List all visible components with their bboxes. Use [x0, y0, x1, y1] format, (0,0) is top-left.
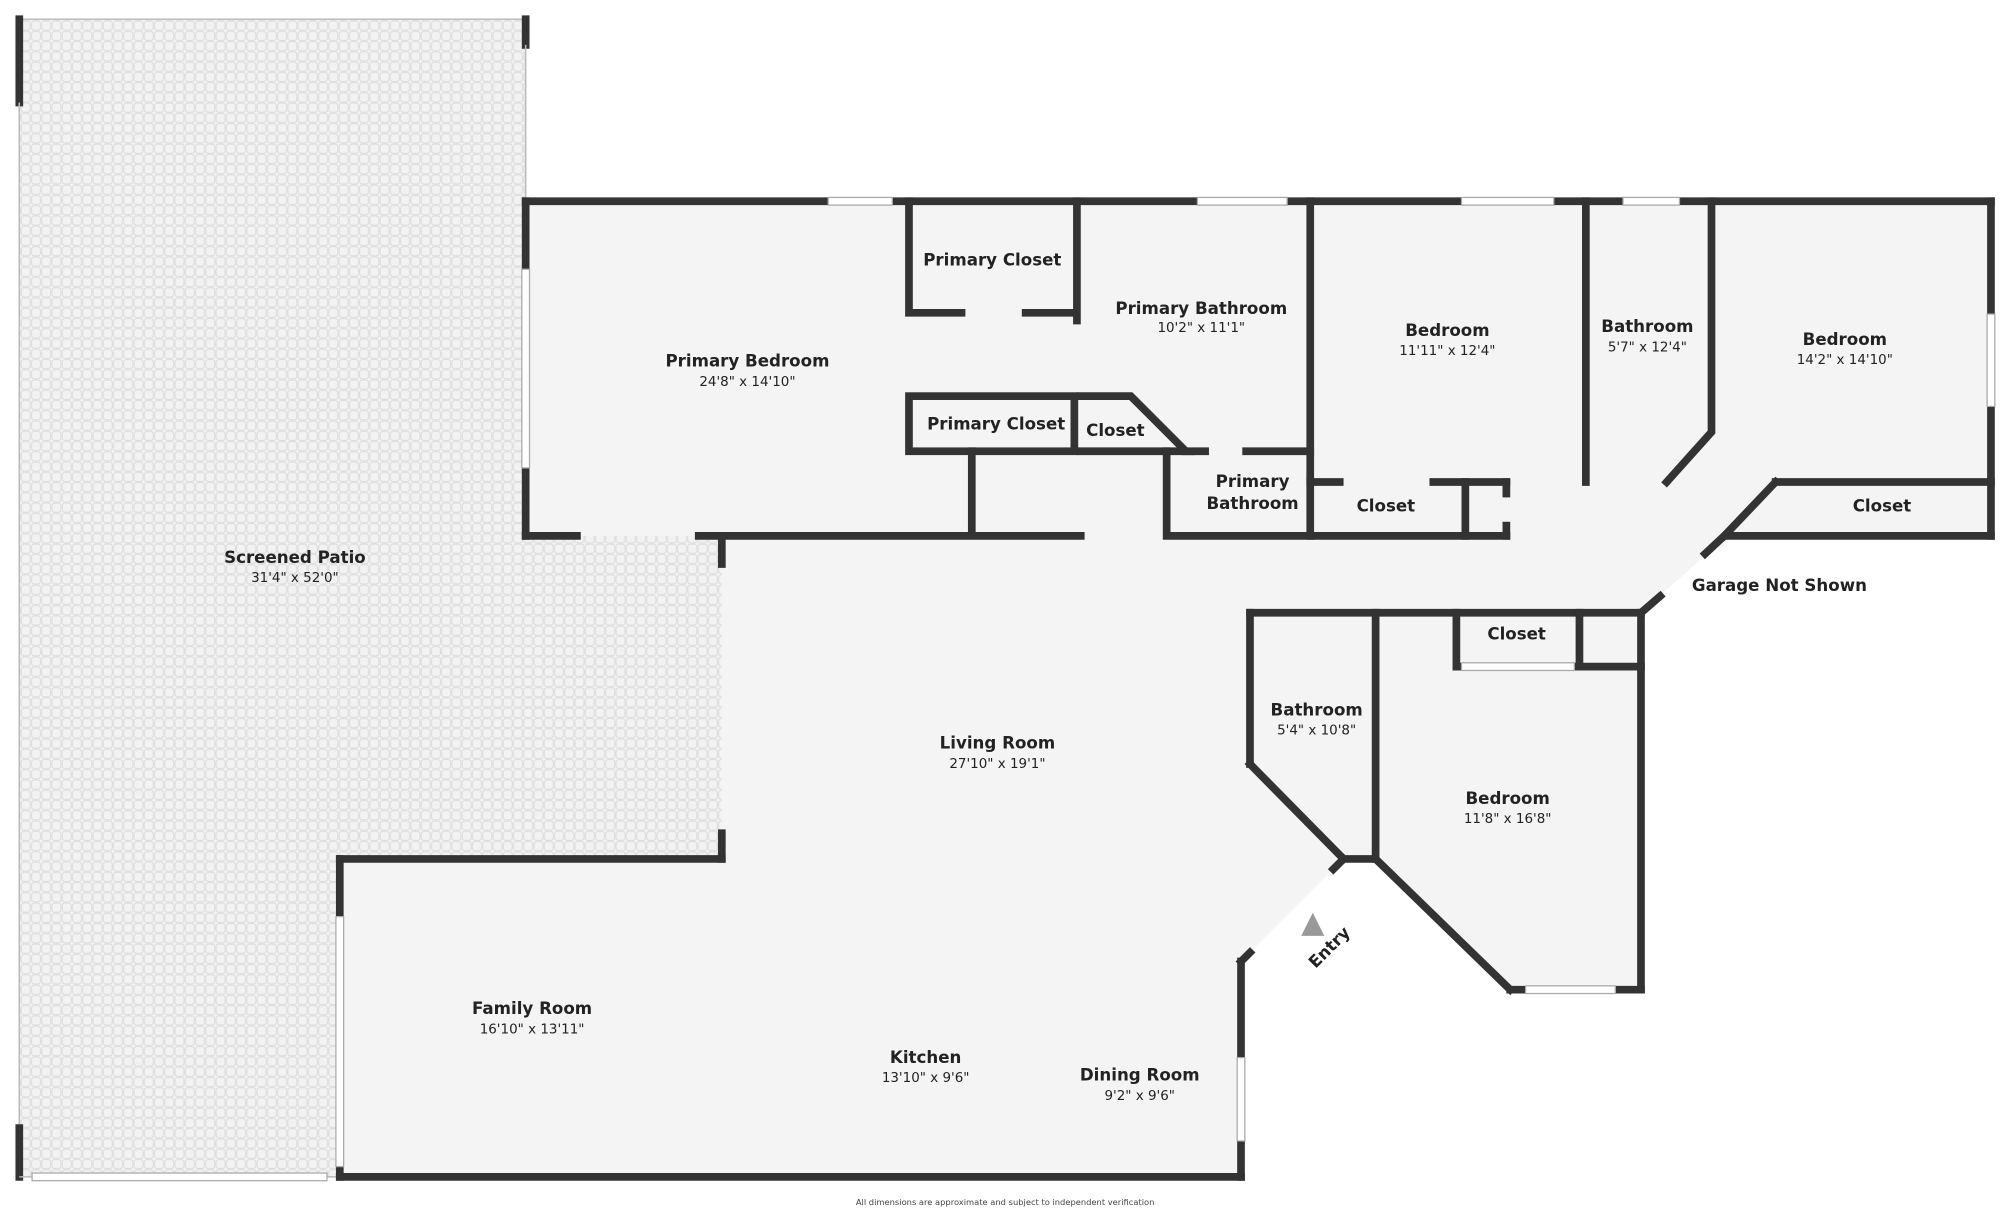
patio-floor	[19, 19, 722, 1177]
room-dims: 13'10" x 9'6"	[882, 1071, 970, 1086]
room-dims: 5'7" x 12'4"	[1608, 340, 1687, 355]
room-name: Closet	[1357, 497, 1416, 516]
room-name: Closet	[1487, 625, 1546, 644]
room-name: Closet	[1086, 421, 1145, 440]
room-name: Dining Room	[1080, 1066, 1200, 1085]
room-dims: 16'10" x 13'11"	[480, 1022, 585, 1037]
room-name: Bathroom	[1271, 700, 1363, 719]
garage-label: Garage Not Shown	[1692, 576, 1867, 595]
room-name: Bedroom	[1465, 789, 1549, 808]
room-name: Closet	[1853, 497, 1912, 516]
room-labels: Screened Patio 31'4" x 52'0" Primary Bed…	[224, 250, 1911, 1104]
room-name: Primary Closet	[923, 250, 1061, 269]
entry-arrow-icon	[1301, 912, 1325, 936]
room-dims: 27'10" x 19'1"	[949, 757, 1045, 772]
room-dims: 11'8" x 16'8"	[1464, 812, 1552, 827]
room-name: Primary Bathroom	[1115, 299, 1287, 318]
room-name: Bedroom	[1405, 321, 1489, 340]
room-name: Primary	[1216, 472, 1290, 491]
room-dims: 11'11" x 12'4"	[1399, 344, 1495, 359]
room-dims: 24'8" x 14'10"	[699, 375, 795, 390]
room-name: Bathroom	[1601, 317, 1693, 336]
windows	[31, 196, 1996, 1182]
room-dims: 10'2" x 11'1"	[1157, 321, 1245, 336]
room-name: Bedroom	[1803, 330, 1887, 349]
room-dims: 5'4" x 10'8"	[1277, 724, 1356, 739]
room-name: Primary Bedroom	[665, 352, 829, 371]
room-name: Primary Closet	[927, 414, 1065, 433]
room-name: Kitchen	[890, 1048, 961, 1067]
room-name: Bathroom	[1206, 494, 1298, 513]
disclaimer: All dimensions are approximate and subje…	[856, 1197, 1155, 1207]
house-floor	[339, 201, 1991, 1177]
room-dims: 31'4" x 52'0"	[251, 571, 339, 586]
room-dims: 9'2" x 9'6"	[1104, 1089, 1175, 1104]
room-name: Living Room	[940, 734, 1056, 753]
room-name: Family Room	[472, 999, 592, 1018]
room-dims: 14'2" x 14'10"	[1797, 353, 1893, 368]
room-name: Screened Patio	[224, 548, 366, 567]
